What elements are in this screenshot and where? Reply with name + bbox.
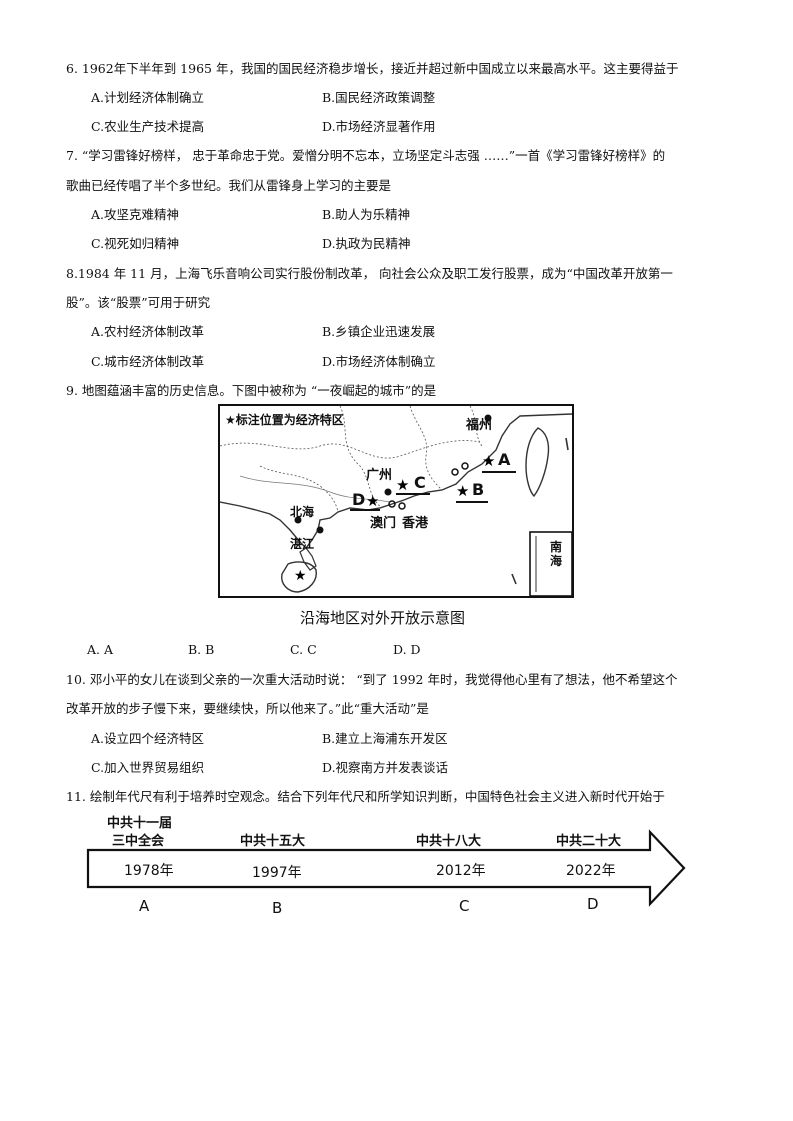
hainan-island <box>281 561 317 593</box>
map-legend: ★标注位置为经济特区 <box>225 413 344 427</box>
q7-option-d[interactable]: D.执政为民精神 <box>322 236 411 251</box>
timeline-label-d: 中共二十大 <box>556 834 622 849</box>
q6-option-c[interactable]: C.农业生产技术提高 <box>91 119 205 134</box>
q7-stem-line1: 7. “学习雷锋好榜样， 忠于革命忠于党。爱憎分明不忘本，立场坚定斗志强 ……”… <box>66 148 666 163</box>
label-c[interactable]: C <box>414 473 426 492</box>
q9-stem: 9. 地图蕴涵丰富的历史信息。下图中被称为 “一夜崛起的城市”的是 <box>66 383 437 398</box>
guangzhou-dot <box>384 488 392 496</box>
q8-option-c[interactable]: C.城市经济体制改革 <box>91 354 205 369</box>
q6-stem: 6. 1962年下半年到 1965 年，我国的国民经济稳步增长，接近并超过新中国… <box>66 61 679 76</box>
label-a[interactable]: A <box>498 450 511 469</box>
label-macau: 澳门 <box>370 516 397 531</box>
map-caption: 沿海地区对外开放示意图 <box>300 609 466 627</box>
timeline-year-b: 1997年 <box>252 865 302 881</box>
q10-stem-line2: 改革开放的步子慢下来，要继续快，所以他来了。”此“重大活动”是 <box>66 701 429 716</box>
province-border <box>220 440 481 459</box>
q10-option-b[interactable]: B.建立上海浦东开发区 <box>322 731 448 746</box>
q10-stem-line1: 10. 邓小平的女儿在谈到父亲的一次重大活动时说： “到了 1992 年时，我觉… <box>66 672 678 687</box>
q6-option-d[interactable]: D.市场经济显著作用 <box>322 119 436 134</box>
label-zhanjiang: 湛江 <box>290 537 315 551</box>
river <box>239 475 391 503</box>
island-mark <box>511 573 517 585</box>
q7-option-b[interactable]: B.助人为乐精神 <box>322 207 411 222</box>
label-fuzhou: 福州 <box>466 418 493 433</box>
peninsula <box>299 547 317 571</box>
timeline-label-a: 三中全会 <box>112 834 165 849</box>
q6-option-b[interactable]: B.国民经济政策调整 <box>322 90 436 105</box>
fuzhou-dot <box>484 414 492 422</box>
beihai-dot <box>294 516 302 524</box>
map-drawing: ★ ★ ★ ★ ★ <box>220 406 572 596</box>
q11-stem: 11. 绘制年代尺有利于培养时空观念。结合下列年代尺和所学知识判断，中国特色社会… <box>66 789 665 804</box>
timeline-year-d: 2022年 <box>566 863 616 879</box>
q9-option-a[interactable]: A. A <box>87 642 114 657</box>
star-a: ★ <box>482 452 495 470</box>
q9-option-c[interactable]: C. C <box>290 642 317 657</box>
timeline-letter-d[interactable]: D <box>587 895 599 913</box>
q8-option-d[interactable]: D.市场经济体制确立 <box>322 354 436 369</box>
q10-option-c[interactable]: C.加入世界贸易组织 <box>91 760 205 775</box>
q7-option-a[interactable]: A.攻坚克难精神 <box>91 207 180 222</box>
timeline-label-c: 中共十八大 <box>416 834 482 849</box>
port-dot <box>461 462 469 470</box>
label-hongkong: 香港 <box>402 516 429 531</box>
port-dot <box>451 468 459 476</box>
q9-option-b[interactable]: B. B <box>188 642 215 657</box>
q7-option-c[interactable]: C.视死如归精神 <box>91 236 180 251</box>
q8-option-a[interactable]: A.农村经济体制改革 <box>91 324 205 339</box>
label-guangzhou: 广州 <box>366 468 393 483</box>
south-sea-inset <box>529 531 572 596</box>
q7-stem-line2: 歌曲已经传唱了半个多世纪。我们从雷锋身上学习的主要是 <box>66 178 392 193</box>
q9-option-d[interactable]: D. D <box>393 642 421 657</box>
province-border <box>259 465 339 513</box>
label-d[interactable]: D <box>352 490 366 509</box>
label-b[interactable]: B <box>472 480 485 499</box>
star-c: ★ <box>396 476 409 494</box>
timeline-letter-b[interactable]: B <box>272 899 283 917</box>
q6-option-a[interactable]: A.计划经济体制确立 <box>91 90 205 105</box>
province-border <box>409 406 443 491</box>
q10-option-a[interactable]: A.设立四个经济特区 <box>91 731 205 746</box>
star-d: ★ <box>366 492 379 510</box>
label-beihai: 北海 <box>290 505 315 519</box>
macau-dot <box>388 500 396 508</box>
province-border <box>339 406 381 507</box>
coastal-opening-map: ★ ★ ★ ★ ★ ★标注位置为经济特区 福州 A B C D 广州 澳门 香港… <box>218 404 574 598</box>
label-nanhai: 南海 <box>550 540 563 568</box>
timeline-letter-c[interactable]: C <box>459 897 470 915</box>
hongkong-dot <box>398 502 406 510</box>
q8-stem-line2: 股”。该“股票”可用于研究 <box>66 295 211 310</box>
timeline-letter-a[interactable]: A <box>139 897 150 915</box>
q8-stem-line1: 8.1984 年 11 月，上海飞乐音响公司实行股份制改革， 向社会公众及职工发… <box>66 266 673 281</box>
taiwan-island <box>525 427 550 498</box>
timeline-label-top-a: 中共十一届 <box>107 816 173 831</box>
zhanjiang-dot <box>316 526 324 534</box>
q8-option-b[interactable]: B.乡镇企业迅速发展 <box>322 324 436 339</box>
timeline-label-b: 中共十五大 <box>240 834 306 849</box>
timeline-year-a: 1978年 <box>124 863 174 879</box>
q10-option-d[interactable]: D.视察南方并发表谈话 <box>322 760 449 775</box>
island-mark <box>565 437 569 451</box>
star-b: ★ <box>456 482 469 500</box>
timeline-year-c: 2012年 <box>436 863 486 879</box>
star-hainan: ★ <box>294 568 307 584</box>
